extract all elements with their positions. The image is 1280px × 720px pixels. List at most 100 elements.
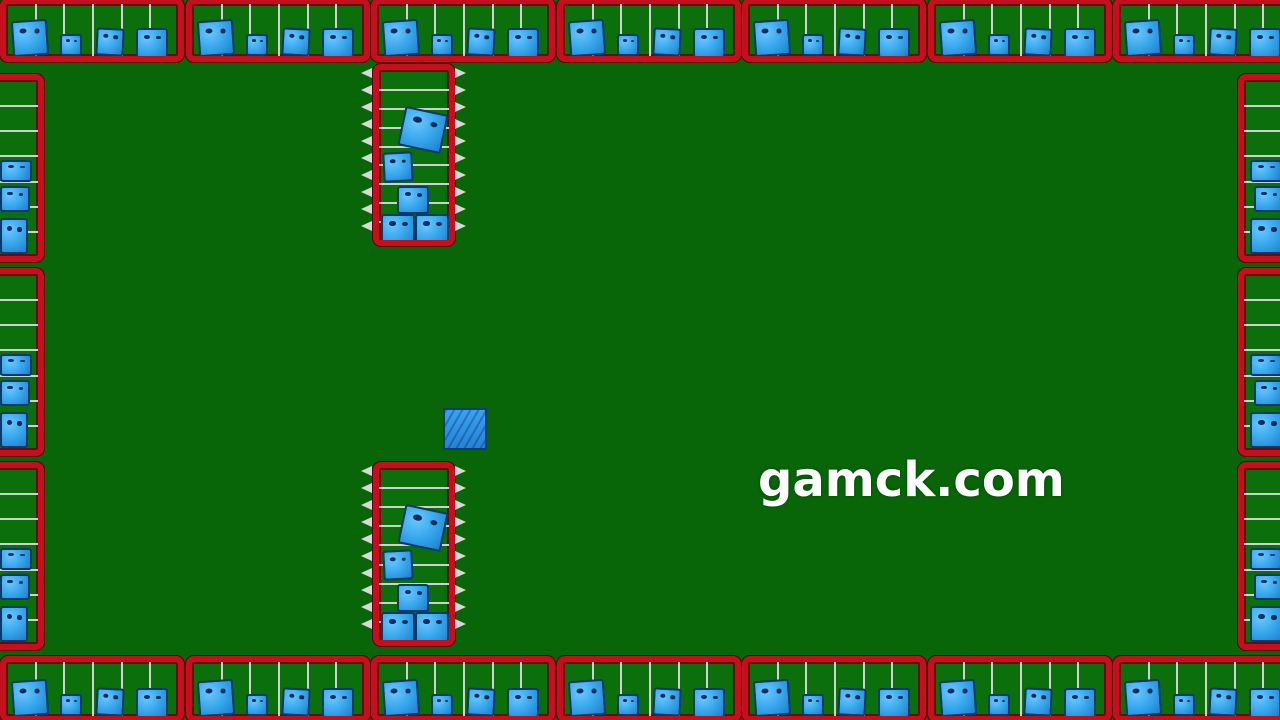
border-cage-tile xyxy=(0,462,44,650)
blue-cube-icon xyxy=(1249,28,1280,56)
spike-icon xyxy=(361,483,372,493)
spike-icon xyxy=(455,602,466,612)
spike-icon xyxy=(455,534,466,544)
cage-bar xyxy=(379,564,449,566)
cage-bar xyxy=(805,4,807,56)
border-cage-tile xyxy=(1238,462,1280,650)
blue-cube-icon xyxy=(0,218,28,254)
blue-cube-icon xyxy=(1250,548,1280,570)
cage-bar xyxy=(379,164,449,166)
blue-cube-icon xyxy=(1123,18,1163,56)
cage-bar xyxy=(63,662,65,716)
blue-cube-icon xyxy=(1173,694,1195,716)
cage-bar xyxy=(1244,324,1280,326)
cage-bar xyxy=(0,375,38,377)
cage-bar xyxy=(1244,569,1280,571)
blue-cube-icon xyxy=(752,18,792,56)
spike-icon xyxy=(361,500,372,510)
spike-icon xyxy=(455,585,466,595)
blue-cube-icon xyxy=(1173,34,1195,56)
blue-square-player-icon[interactable] xyxy=(443,408,487,450)
blue-cube-icon xyxy=(0,574,30,600)
blue-cube-icon xyxy=(837,27,867,56)
cage-bar xyxy=(1244,130,1280,132)
spike-icon xyxy=(455,568,466,578)
blue-cube-icon xyxy=(136,28,168,56)
spike-icon xyxy=(455,153,466,163)
cage-bar xyxy=(0,324,38,326)
border-cage-tile xyxy=(186,0,370,62)
cage-bar xyxy=(1244,155,1280,157)
spike-icon xyxy=(455,119,466,129)
cage-bar xyxy=(0,130,38,132)
cage-bar xyxy=(379,183,449,185)
cage-bar xyxy=(63,4,65,56)
blue-cube-icon xyxy=(1023,687,1053,716)
spike-icon xyxy=(361,585,372,595)
spike-icon xyxy=(455,221,466,231)
spiked-cage-obstacle-bottom xyxy=(373,462,455,646)
cage-bar xyxy=(0,105,38,107)
border-cage-tile xyxy=(371,0,555,62)
cage-bar xyxy=(649,662,651,716)
site-watermark: gamck.com xyxy=(758,452,1065,508)
cage-bar xyxy=(249,4,251,56)
blue-cube-icon xyxy=(246,694,268,716)
blue-cube-icon xyxy=(617,694,639,716)
blue-cube-icon xyxy=(322,28,354,56)
blue-cube-icon xyxy=(1023,27,1053,56)
cage-bar xyxy=(249,662,251,716)
blue-cube-icon xyxy=(95,27,125,56)
blue-cube-icon xyxy=(322,688,354,716)
spike-icon xyxy=(361,602,372,612)
blue-cube-icon xyxy=(1250,354,1280,376)
blue-cube-icon xyxy=(1250,218,1280,254)
spike-icon xyxy=(361,204,372,214)
spike-icon xyxy=(455,500,466,510)
cage-bar xyxy=(649,4,651,56)
blue-cube-icon xyxy=(10,678,50,716)
blue-cube-icon xyxy=(95,687,125,716)
cage-bar xyxy=(278,4,280,56)
blue-cube-icon xyxy=(1250,412,1280,448)
blue-cube-icon xyxy=(1249,688,1280,716)
border-cage-tile xyxy=(186,656,370,720)
cage-bar xyxy=(1244,375,1280,377)
blue-cube-icon xyxy=(415,214,449,240)
blue-cube-icon xyxy=(988,694,1010,716)
blue-cube-icon xyxy=(397,186,429,214)
cage-bar xyxy=(1244,105,1280,107)
blue-cube-icon xyxy=(381,214,415,240)
spike-icon xyxy=(455,517,466,527)
blue-cube-icon xyxy=(415,612,449,640)
spike-icon xyxy=(361,136,372,146)
blue-cube-icon xyxy=(10,18,50,56)
blue-cube-icon xyxy=(60,694,82,716)
spike-icon xyxy=(455,170,466,180)
blue-cube-icon xyxy=(381,678,421,716)
border-cage-tile xyxy=(928,0,1112,62)
blue-cube-icon xyxy=(938,678,978,716)
blue-cube-icon xyxy=(1254,186,1280,212)
cage-bar xyxy=(1244,518,1280,520)
cage-bar xyxy=(0,493,38,495)
border-cage-tile xyxy=(928,656,1112,720)
blue-cube-icon xyxy=(802,694,824,716)
blue-cube-icon xyxy=(381,612,415,640)
cage-bar xyxy=(278,662,280,716)
spike-icon xyxy=(455,483,466,493)
spike-icon xyxy=(455,204,466,214)
border-cage-tile xyxy=(1113,656,1280,720)
cage-bar xyxy=(463,662,465,716)
blue-cube-icon xyxy=(1250,160,1280,182)
spiked-cage-obstacle-top xyxy=(373,64,455,246)
spike-icon xyxy=(455,187,466,197)
blue-cube-icon xyxy=(652,27,682,56)
blue-cube-icon xyxy=(0,412,28,448)
spike-icon xyxy=(455,466,466,476)
blue-cube-icon xyxy=(938,18,978,56)
cage-bar xyxy=(92,662,94,716)
blue-cube-icon xyxy=(878,688,910,716)
cage-bar xyxy=(0,518,38,520)
